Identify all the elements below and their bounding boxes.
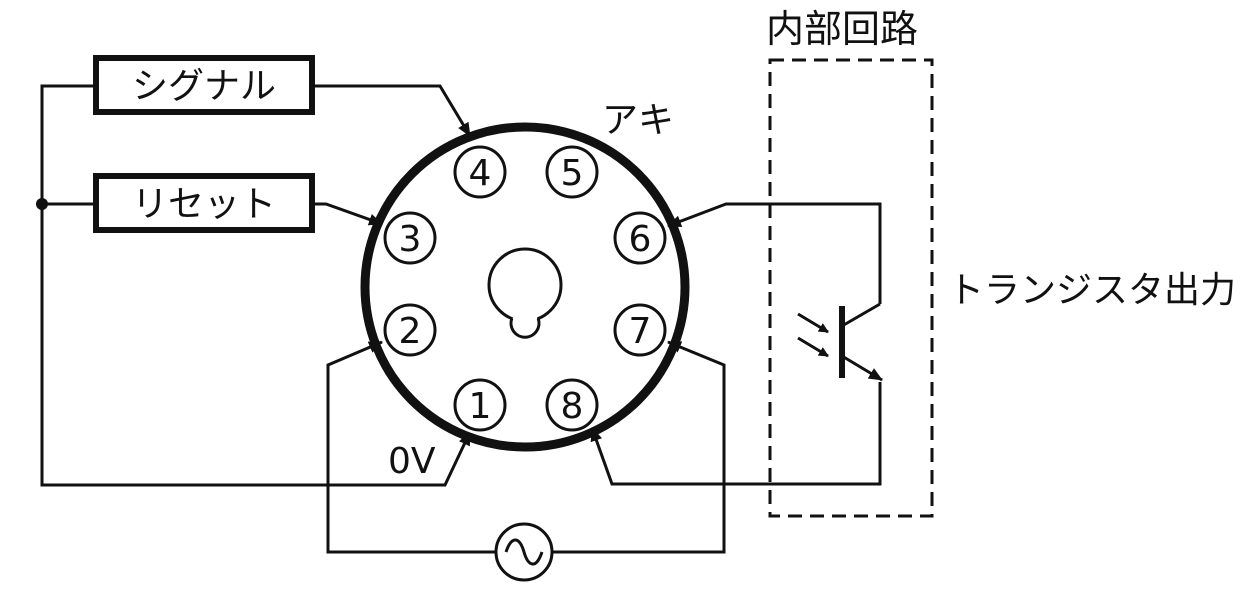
pin-8-label: 8 — [561, 386, 584, 427]
ac-wire-left — [326, 340, 496, 554]
pin-4-label: 4 — [469, 153, 492, 194]
signal-label: シグナル — [132, 66, 276, 107]
key-notch — [509, 317, 541, 339]
internal-circuit-box — [768, 58, 934, 518]
signal-wire — [312, 84, 472, 137]
pin-4: 4 — [453, 145, 507, 199]
reset-label: リセット — [132, 184, 276, 225]
transistor-emitter — [841, 354, 883, 382]
pin-1-label: 1 — [469, 386, 492, 427]
internal-circuit-label: 内部回路 — [766, 7, 918, 51]
common-wire — [40, 84, 472, 487]
transistor-output-label: トランジスタ出力 — [948, 270, 1236, 311]
pin-7-label: 7 — [629, 311, 652, 352]
pin-6: 6 — [613, 211, 667, 265]
vacant-label: アキ — [602, 100, 674, 141]
pin-2: 2 — [383, 303, 437, 357]
output-wire-collector — [667, 202, 882, 304]
pin-7: 7 — [613, 303, 667, 357]
pin-3-label: 3 — [399, 219, 422, 260]
junction-dot — [36, 198, 48, 210]
ac-wave-icon — [504, 538, 544, 566]
pin-5: 5 — [545, 145, 599, 199]
reset-wire — [312, 202, 383, 226]
pin-5-label: 5 — [561, 153, 584, 194]
light-arrow-1 — [797, 312, 829, 334]
zero-volt-label: 0V — [388, 441, 436, 482]
pin-8: 8 — [545, 378, 599, 432]
pin-6-label: 6 — [629, 219, 652, 260]
output-wire-emitter — [590, 382, 882, 486]
transistor-collector — [841, 302, 881, 328]
center-key — [487, 247, 563, 323]
pin-1: 1 — [453, 378, 507, 432]
pin-2-label: 2 — [399, 311, 422, 352]
ac-wire-right — [552, 340, 726, 554]
light-arrow-2 — [797, 336, 829, 358]
pin-3: 3 — [383, 211, 437, 265]
